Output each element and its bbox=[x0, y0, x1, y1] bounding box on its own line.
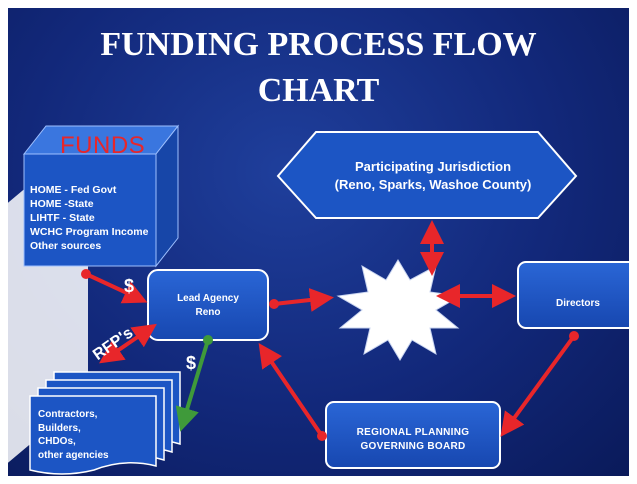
directors-node bbox=[517, 261, 629, 329]
contractors-label: Contractors, Builders, CHDOs, other agen… bbox=[38, 408, 109, 462]
contractors-item: Contractors, bbox=[38, 409, 98, 420]
arrow-funds-to-lead bbox=[81, 269, 148, 304]
funds-item: HOME -State bbox=[30, 198, 94, 210]
lead-line-2: Reno bbox=[195, 307, 221, 318]
pj-line-1: Participating Jurisdiction bbox=[354, 159, 512, 174]
tech-line-2: Review bbox=[381, 306, 415, 317]
contractors-item: CHDOs, bbox=[38, 436, 76, 447]
tech-line-1: Technical bbox=[376, 293, 420, 304]
flow-diagram bbox=[22, 124, 629, 475]
funds-list: HOME - Fed Govt HOME -State LIHTF - Stat… bbox=[30, 183, 148, 253]
dollar-label-contractors: $ bbox=[186, 353, 197, 373]
funds-item: WCHC Program Income bbox=[30, 226, 149, 238]
arrow-directors-to-board bbox=[500, 331, 579, 437]
arrow-lead-to-contractors-money bbox=[175, 335, 213, 432]
dollar-label-funds: $ bbox=[124, 276, 135, 296]
funds-item: HOME - Fed Govt bbox=[30, 184, 117, 196]
directors-label: Directors bbox=[556, 298, 600, 309]
arrow-board-to-lead bbox=[258, 343, 327, 441]
title-line-2: CHART bbox=[257, 72, 380, 109]
arrow-lead-to-review bbox=[269, 288, 334, 312]
contractors-item: other agencies bbox=[38, 449, 109, 461]
pj-line-2: (Reno, Sparks, Washoe County) bbox=[334, 177, 532, 192]
funds-item: LIHTF - State bbox=[30, 212, 95, 224]
participating-jurisdiction-label: Participating Jurisdiction (Reno, Sparks… bbox=[298, 158, 568, 194]
contractors-item: Builders, bbox=[38, 422, 81, 434]
funds-cube bbox=[22, 124, 180, 268]
slide: FUNDING PROCESS FLOW CHART FUNDS HOME - … bbox=[8, 8, 629, 476]
contractors-stack bbox=[29, 371, 181, 475]
regional-board-label: REGIONAL PLANNING GOVERNING BOARD bbox=[328, 426, 498, 454]
tech-line-3: Committee bbox=[373, 319, 423, 330]
rpgb-line-2: GOVERNING BOARD bbox=[360, 441, 466, 452]
lead-line-1: Lead Agency bbox=[177, 293, 239, 304]
page-title: FUNDING PROCESS FLOW CHART bbox=[8, 22, 629, 114]
technical-review-label: Technical Review Committee bbox=[358, 292, 438, 331]
rpgb-line-1: REGIONAL PLANNING bbox=[356, 427, 470, 438]
lead-agency-label: Lead Agency Reno bbox=[148, 292, 268, 320]
funds-item: Other sources bbox=[30, 240, 102, 252]
arrow-lead-contractors bbox=[99, 323, 157, 364]
funds-label: FUNDS bbox=[60, 132, 146, 159]
participating-jurisdiction-node bbox=[276, 131, 578, 219]
title-line-1: FUNDING PROCESS FLOW bbox=[100, 26, 537, 63]
